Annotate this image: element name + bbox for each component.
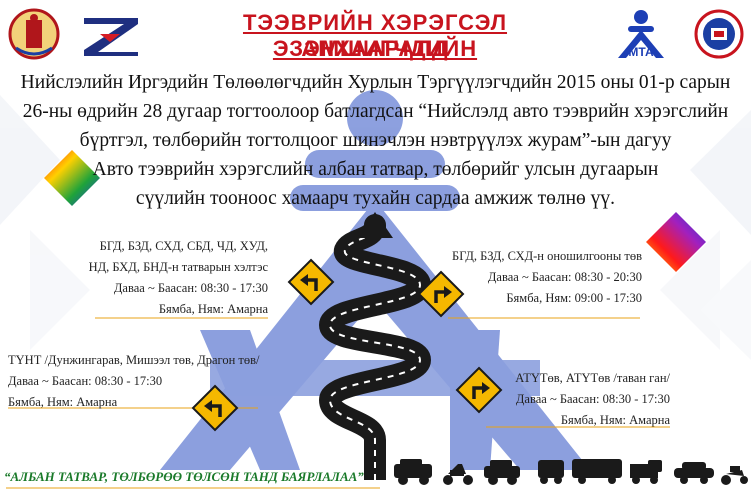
turn-left-sign-icon (287, 258, 335, 306)
hours-text: Даваа ~ Баасан: 08:30 - 17:30 (113, 281, 268, 295)
scooter-icon (443, 464, 473, 485)
thanks-banner: “АЛБАН ТАТВАР, ТӨЛБӨРӨӨ ТӨЛСӨН ТАНД БАЯР… (4, 469, 364, 484)
z-logo-icon (80, 14, 142, 58)
car-icon (674, 462, 714, 484)
hours-text: Бямба, Ням: Амарна (560, 413, 670, 427)
page-title-line2: АНХААРАЛД (301, 36, 449, 61)
page-title-line1: ТЭЭВРИЙН ХЭРЭГСЭЛ ЭЗЭМШИГЧДИЙН (242, 10, 508, 61)
truck-icon (630, 460, 662, 484)
emblem-icon (8, 8, 60, 60)
police-badge-icon (694, 9, 744, 59)
intro-line-4: Авто тээврийн хэрэгслийн албан татвар, т… (92, 159, 659, 180)
location-text: НД, БХД, БНД-н татварын хэлтэс (88, 260, 268, 274)
suv-icon (484, 460, 520, 485)
location-text: ТҮНТ /Дунжингарав, Мишээл төв, Драгон тө… (8, 353, 260, 367)
winding-road (319, 212, 431, 480)
turn-left-sign-icon (191, 384, 239, 432)
van-icon (538, 460, 564, 484)
intro-line-2: 26-ны өдрийн 28 дугаар тогтоолоор батлаг… (22, 101, 729, 122)
motorcycle-icon (721, 466, 748, 485)
decorative-diamonds (0, 95, 751, 360)
location-text: БГД, БЗД, СХД-н оношилгооны төв (452, 249, 642, 263)
location-left-bottom: ТҮНТ /Дунжингарав, Мишээл төв, Драгон тө… (8, 350, 268, 413)
location-text: БГД, БЗД, СХД, СБД, ЧД, ХУД, (99, 239, 268, 253)
jeep-icon (394, 459, 432, 485)
bus-icon (572, 459, 622, 484)
location-right-bottom: АТҮТөв, АТҮТөв /таван ган/ Даваа ~ Бааса… (486, 368, 670, 431)
location-right-top: БГД, БЗД, СХД-н оношилгооны төв Даваа ~ … (446, 246, 642, 309)
hours-text: Даваа ~ Баасан: 08:30 - 17:30 (8, 374, 163, 388)
turn-right-sign-icon (417, 270, 465, 318)
hours-text: Бямба, Ням: 09:00 - 17:30 (506, 291, 642, 305)
hours-text: Бямба, Ням: Амарна (158, 302, 268, 316)
location-text: АТҮТөв, АТҮТөв /таван ган/ (515, 371, 670, 385)
mta-logo-text: МТА (628, 45, 654, 59)
intro-line-1: Нийслэлийн Иргэдийн Төлөөлөгчдийн Хурлын… (20, 72, 731, 93)
left-color-diamond (44, 150, 100, 206)
hours-text: Бямба, Ням: Амарна (8, 395, 118, 409)
right-color-diamond (646, 212, 706, 272)
hours-text: Даваа ~ Баасан: 08:30 - 20:30 (487, 270, 642, 284)
vehicle-icons (394, 459, 748, 485)
mta-logo-icon: МТА (618, 10, 664, 59)
intro-line-3: бүртгэл, төлбөрийн тогтолцоог шинэчлэн н… (79, 130, 672, 151)
hours-text: Даваа ~ Баасан: 08:30 - 17:30 (515, 392, 670, 406)
location-left-top: БГД, БЗД, СХД, СБД, ЧД, ХУД, НД, БХД, БН… (60, 236, 268, 320)
turn-right-sign-icon (455, 366, 503, 414)
intro-line-5: сүүлийн тооноос хамаарч тухайн сардаа ам… (135, 188, 616, 209)
